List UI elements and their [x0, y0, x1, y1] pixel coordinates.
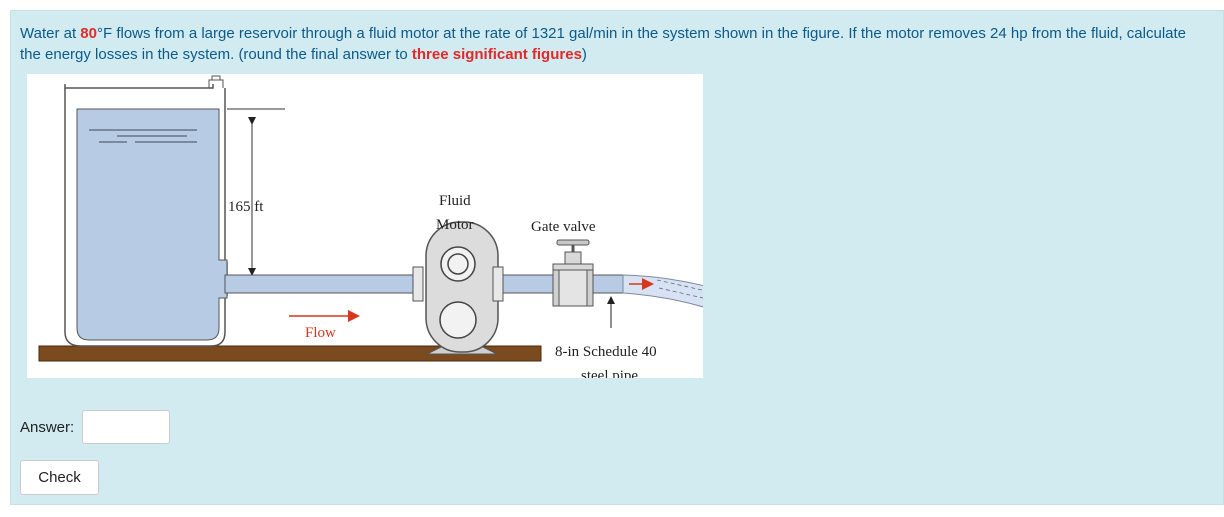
fluid-motor	[425, 221, 499, 355]
check-button[interactable]: Check	[20, 460, 99, 495]
reservoir-tank	[64, 75, 228, 347]
system-figure: 165 ft Fluid Motor	[27, 74, 703, 378]
inlet-pipe	[224, 274, 416, 294]
flow-label: Flow	[305, 325, 336, 341]
temperature-highlight: 80	[80, 25, 97, 42]
question-text-part: °F flows from a large reservoir through …	[20, 25, 1187, 63]
height-dimension	[227, 108, 285, 285]
question-text-part: Water at	[20, 25, 81, 42]
outlet-pipe	[592, 274, 624, 294]
motor-label-fluid: Fluid	[439, 193, 471, 209]
water-jet	[622, 274, 703, 308]
question-text: Water at 80°F flows from a large reservo…	[20, 23, 1210, 65]
height-label: 165 ft	[228, 199, 264, 215]
pipe-label-line1: 8-in Schedule 40	[555, 344, 657, 360]
answer-label: Answer:	[20, 419, 75, 436]
pipe-label-line2: steel pipe	[581, 368, 638, 378]
outlet-flange	[492, 266, 504, 302]
middle-pipe	[502, 274, 558, 294]
significant-figures-highlight: three significant figures	[411, 46, 582, 63]
ground-base	[38, 345, 542, 362]
motor-label-motor: Motor	[436, 217, 474, 233]
inlet-flange	[412, 266, 424, 302]
system-diagram: 165 ft Fluid Motor	[38, 75, 703, 378]
answer-input[interactable]	[82, 410, 170, 444]
question-panel: Water at 80°F flows from a large reservo…	[10, 10, 1224, 505]
valve-label: Gate valve	[531, 219, 596, 235]
gate-valve	[552, 239, 594, 307]
question-text-part: )	[581, 46, 587, 63]
